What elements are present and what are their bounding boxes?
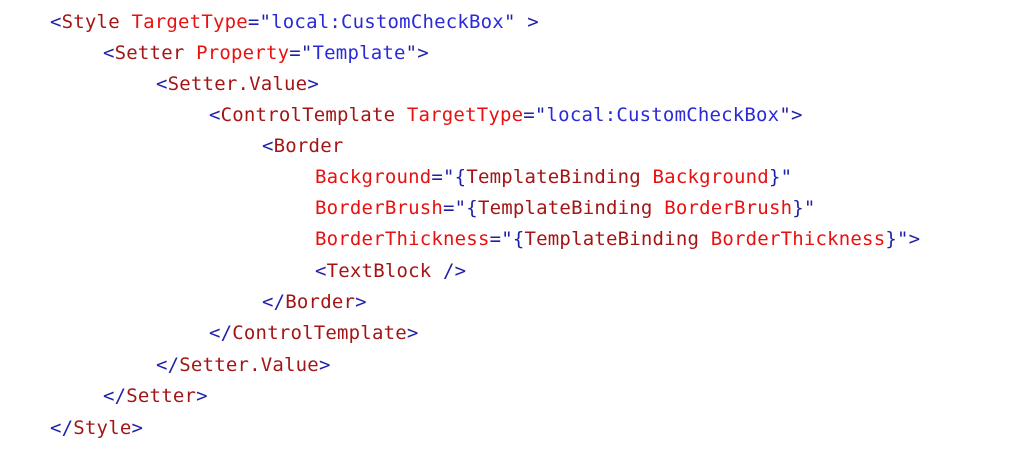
- code-token-sp: [184, 42, 196, 64]
- code-token-punc: =": [247, 11, 272, 33]
- code-line: </Style>: [50, 413, 143, 443]
- code-token-punc: ="{: [443, 197, 478, 219]
- code-line: <Style TargetType="local:CustomCheckBox"…: [50, 7, 539, 37]
- code-line: BorderBrush="{TemplateBinding BorderBrus…: [315, 193, 816, 223]
- code-token-sp: [641, 166, 653, 188]
- code-token-elem: Border: [285, 291, 356, 313]
- code-token-elem: ControlTemplate: [220, 104, 396, 126]
- code-token-sp: [653, 197, 665, 219]
- code-token-punc: </: [50, 417, 74, 439]
- code-token-attr: Property: [196, 42, 290, 64]
- code-line: <Setter.Value>: [156, 69, 319, 99]
- code-token-mark: BorderBrush: [664, 197, 793, 219]
- code-token-punc: >: [406, 322, 419, 344]
- code-token-punc: >: [318, 354, 331, 376]
- code-token-elem: Setter.Value: [167, 73, 308, 95]
- code-token-punc: >: [131, 417, 144, 439]
- code-token-attr: Background: [315, 166, 432, 188]
- code-token-attr: BorderThickness: [315, 228, 490, 250]
- code-token-elem: TemplateBinding: [524, 228, 700, 250]
- code-token-punc: ">: [405, 42, 429, 64]
- code-line: <Setter Property="Template">: [103, 38, 429, 68]
- code-token-elem: TextBlock: [326, 260, 432, 282]
- code-token-attr: TargetType: [131, 11, 248, 33]
- code-token-punc: =": [523, 104, 547, 126]
- code-token-val: local:CustomCheckBox: [271, 11, 504, 33]
- code-token-mark: Background: [652, 166, 769, 188]
- code-line: <Border: [262, 131, 343, 161]
- code-token-punc: =": [289, 42, 313, 64]
- code-token-val: Template: [312, 42, 406, 64]
- code-line: </Setter.Value>: [156, 350, 331, 380]
- code-token-elem: Setter: [114, 42, 185, 64]
- code-token-elem: Setter.Value: [179, 354, 319, 376]
- code-token-elem: ControlTemplate: [232, 322, 407, 344]
- code-token-sp: [120, 11, 132, 33]
- code-token-punc: ="{: [431, 166, 467, 188]
- code-token-punc: >: [307, 73, 319, 95]
- code-line: </Setter>: [103, 381, 208, 411]
- code-token-punc: <: [315, 260, 327, 282]
- code-line: </Border>: [262, 287, 367, 317]
- code-token-val: local:CustomCheckBox: [546, 104, 780, 126]
- code-token-attr: BorderBrush: [315, 197, 444, 219]
- code-token-punc: >: [355, 291, 367, 313]
- code-token-punc: }">: [885, 228, 921, 250]
- code-token-elem: Style: [61, 11, 120, 33]
- code-token-punc: </: [103, 385, 127, 407]
- code-token-elem: TemplateBinding: [477, 197, 653, 219]
- code-token-punc: </: [209, 322, 233, 344]
- code-token-mark: BorderThickness: [710, 228, 886, 250]
- code-token-punc: <: [103, 42, 115, 64]
- code-token-punc: </: [262, 291, 286, 313]
- code-token-attr: TargetType: [406, 104, 524, 126]
- code-token-punc: <: [50, 11, 62, 33]
- code-token-punc: />: [443, 260, 467, 282]
- code-token-punc: ="{: [489, 228, 525, 250]
- code-token-punc: <: [209, 104, 221, 126]
- code-line: Background="{TemplateBinding Background}…: [315, 162, 792, 192]
- code-token-punc: ">: [779, 104, 803, 126]
- code-token-punc: }": [768, 166, 793, 188]
- code-token-punc: <: [262, 135, 274, 157]
- code-token-elem: TemplateBinding: [466, 166, 641, 188]
- code-token-sp: [699, 228, 711, 250]
- code-token-punc: </: [156, 354, 180, 376]
- code-token-punc: }": [792, 197, 816, 219]
- code-token-elem: Setter: [126, 385, 197, 407]
- code-token-sp: [395, 104, 407, 126]
- code-line: <TextBlock />: [315, 256, 466, 286]
- code-line: BorderThickness="{TemplateBinding Border…: [315, 224, 920, 254]
- code-token-sp: [431, 260, 443, 282]
- code-token-punc: " >: [503, 11, 539, 33]
- code-line: <ControlTemplate TargetType="local:Custo…: [209, 100, 803, 130]
- code-token-punc: >: [196, 385, 208, 407]
- code-token-elem: Border: [273, 135, 344, 157]
- code-token-punc: <: [156, 73, 168, 95]
- code-token-elem: Style: [73, 417, 132, 439]
- code-line: </ControlTemplate>: [209, 318, 419, 348]
